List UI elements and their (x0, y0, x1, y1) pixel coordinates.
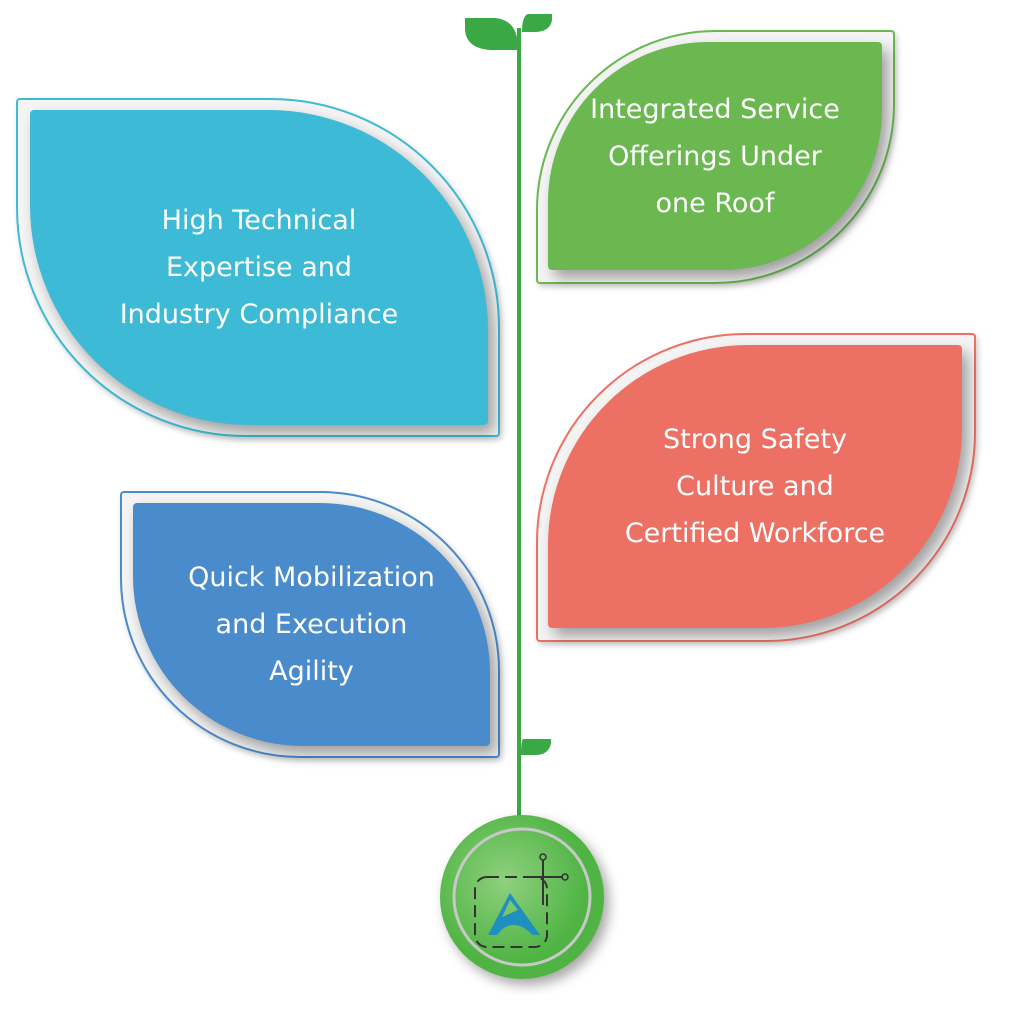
small-leaf-icon (521, 739, 551, 755)
leaf-label: High Technical Expertise and Industry Co… (119, 205, 399, 330)
plant-stem (517, 28, 521, 828)
leaf-label: Strong Safety Culture and Certified Work… (624, 424, 886, 549)
leaf-label: Quick Mobilization and Execution Agility (188, 562, 435, 687)
sprout-leaves-icon (465, 14, 552, 50)
leaf-label: Integrated Service Offerings Under one R… (590, 93, 840, 219)
company-logo (440, 815, 604, 979)
leaf-quick-mobilization: Quick Mobilization and Execution Agility (133, 503, 490, 746)
